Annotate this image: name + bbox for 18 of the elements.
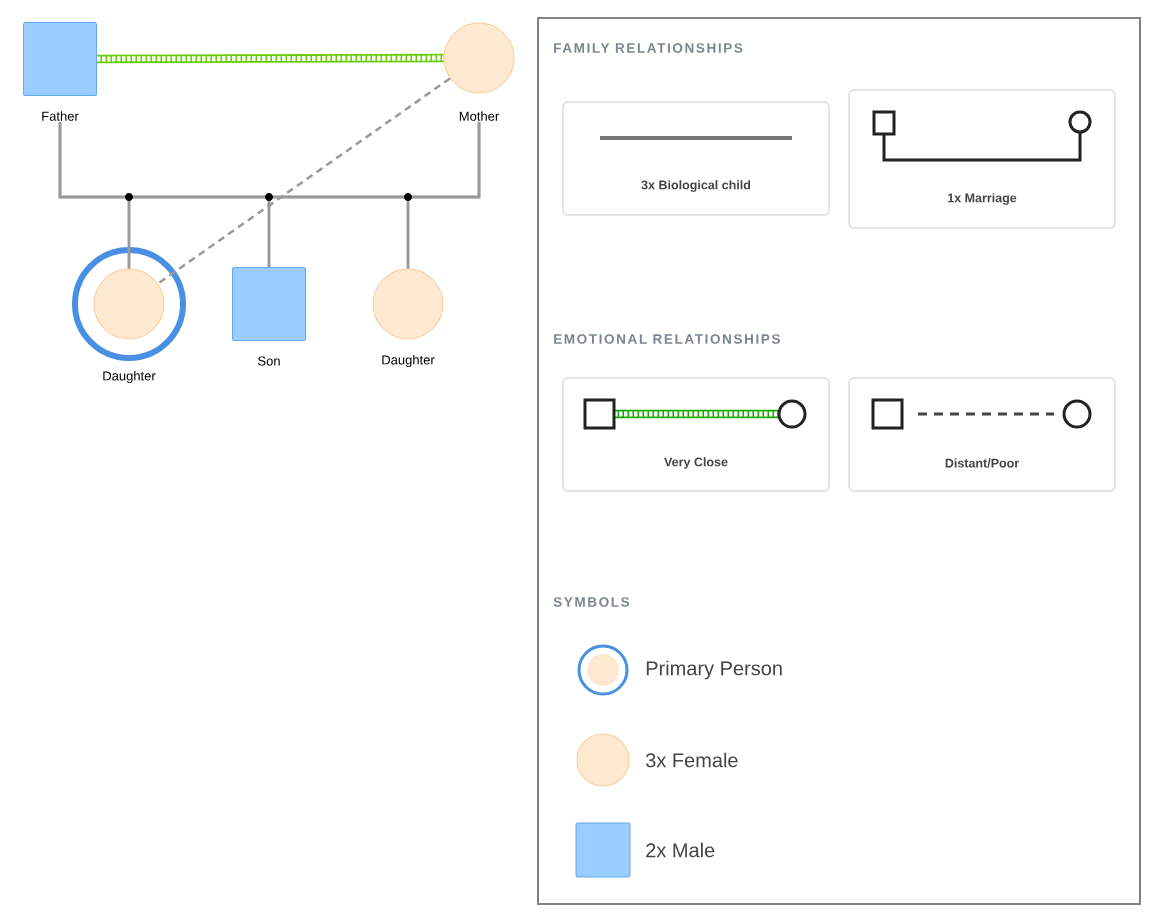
distant-line (157, 77, 451, 285)
person-label: Son (258, 356, 280, 366)
legend-text: 2x Male (646, 842, 715, 858)
legend-text: 3x Female (646, 752, 738, 768)
very-close-line (97, 53, 444, 64)
child-line (406, 122, 481, 269)
person-label: Daughter (103, 370, 156, 384)
legend-text: Very Close (664, 457, 728, 469)
legend-text: Primary Person (646, 660, 782, 680)
section-heading: FAMILY RELATIONSHIPS (554, 43, 743, 53)
legend-text: Distant/Poor (945, 458, 1019, 468)
legend-text: 1x Marriage (948, 193, 1017, 205)
section-heading: EMOTIONAL RELATIONSHIPS (554, 334, 780, 344)
person-label: Daughter (382, 354, 435, 368)
section-heading: SYMBOLS (553, 597, 630, 607)
person-label: Mother (459, 111, 499, 121)
legend-text: 3x Biological child (641, 180, 751, 192)
person-label: Father (42, 111, 79, 121)
